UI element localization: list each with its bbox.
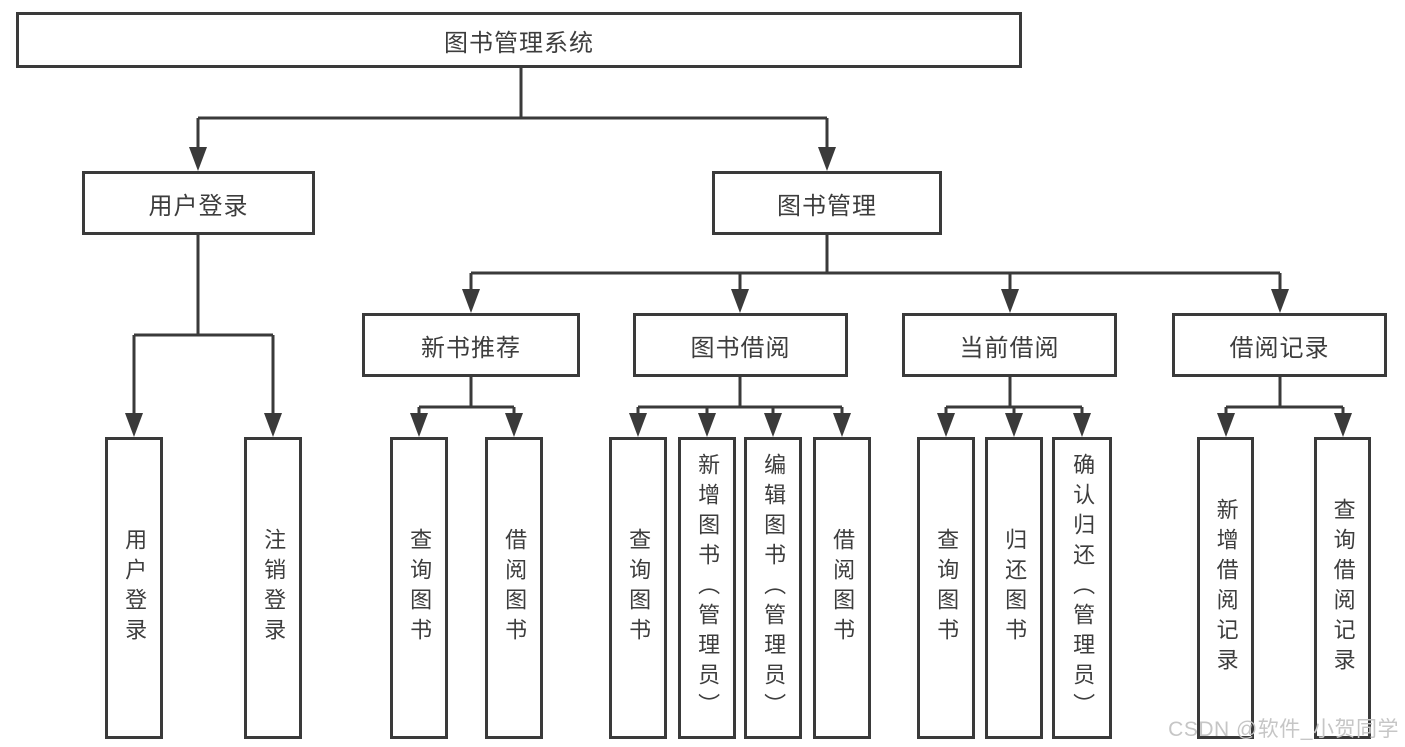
node-label: 查询图书	[934, 528, 960, 648]
node-label: 注销登录	[261, 528, 287, 648]
node-label: 查询图书	[407, 528, 433, 648]
csdn-watermark: CSDN @软件_小贺同学	[1168, 718, 1399, 741]
node-new-book-recommend: 新书推荐	[362, 313, 580, 377]
node-user-login-leaf: 用户登录	[105, 437, 163, 739]
node-label: 确认归还（管理员）	[1070, 453, 1096, 723]
node-add-borrow-record: 新增借阅记录	[1197, 437, 1254, 739]
node-label: 查询图书	[626, 528, 652, 648]
node-confirm-return-admin: 确认归还（管理员）	[1052, 437, 1112, 739]
node-book-borrow: 图书借阅	[633, 313, 848, 377]
node-label: 借阅图书	[830, 528, 856, 648]
node-recommend-query-books: 查询图书	[390, 437, 448, 739]
node-current-borrow: 当前借阅	[902, 313, 1117, 377]
node-label: 归还图书	[1002, 528, 1028, 648]
node-recommend-borrow-books: 借阅图书	[485, 437, 543, 739]
node-borrow-query-books: 查询图书	[609, 437, 667, 739]
node-user-login: 用户登录	[82, 171, 315, 235]
node-label: 用户登录	[148, 192, 249, 220]
node-label: 新书推荐	[421, 334, 521, 362]
node-label: 图书管理	[777, 192, 877, 220]
node-label: 借阅记录	[1229, 334, 1330, 362]
node-book-management: 图书管理	[712, 171, 942, 235]
node-borrow-records: 借阅记录	[1172, 313, 1387, 377]
node-borrow-borrow-books: 借阅图书	[813, 437, 871, 739]
node-label: 查询借阅记录	[1330, 498, 1356, 678]
node-label: 新增图书（管理员）	[695, 453, 721, 723]
node-return-books: 归还图书	[985, 437, 1043, 739]
node-label: 用户登录	[122, 528, 148, 648]
node-add-book-admin: 新增图书（管理员）	[678, 437, 736, 739]
arrowheads	[125, 147, 1352, 437]
node-label: 图书借阅	[690, 334, 791, 362]
node-current-query-books: 查询图书	[917, 437, 975, 739]
node-label: 当前借阅	[959, 334, 1060, 362]
node-library-system-root: 图书管理系统	[16, 12, 1022, 68]
node-edit-book-admin: 编辑图书（管理员）	[744, 437, 802, 739]
node-label: 编辑图书（管理员）	[761, 453, 787, 723]
node-label: 图书管理系统	[444, 29, 594, 57]
node-label: 新增借阅记录	[1213, 498, 1239, 678]
node-query-borrow-record: 查询借阅记录	[1314, 437, 1371, 739]
node-logout: 注销登录	[244, 437, 302, 739]
node-label: 借阅图书	[502, 528, 528, 648]
